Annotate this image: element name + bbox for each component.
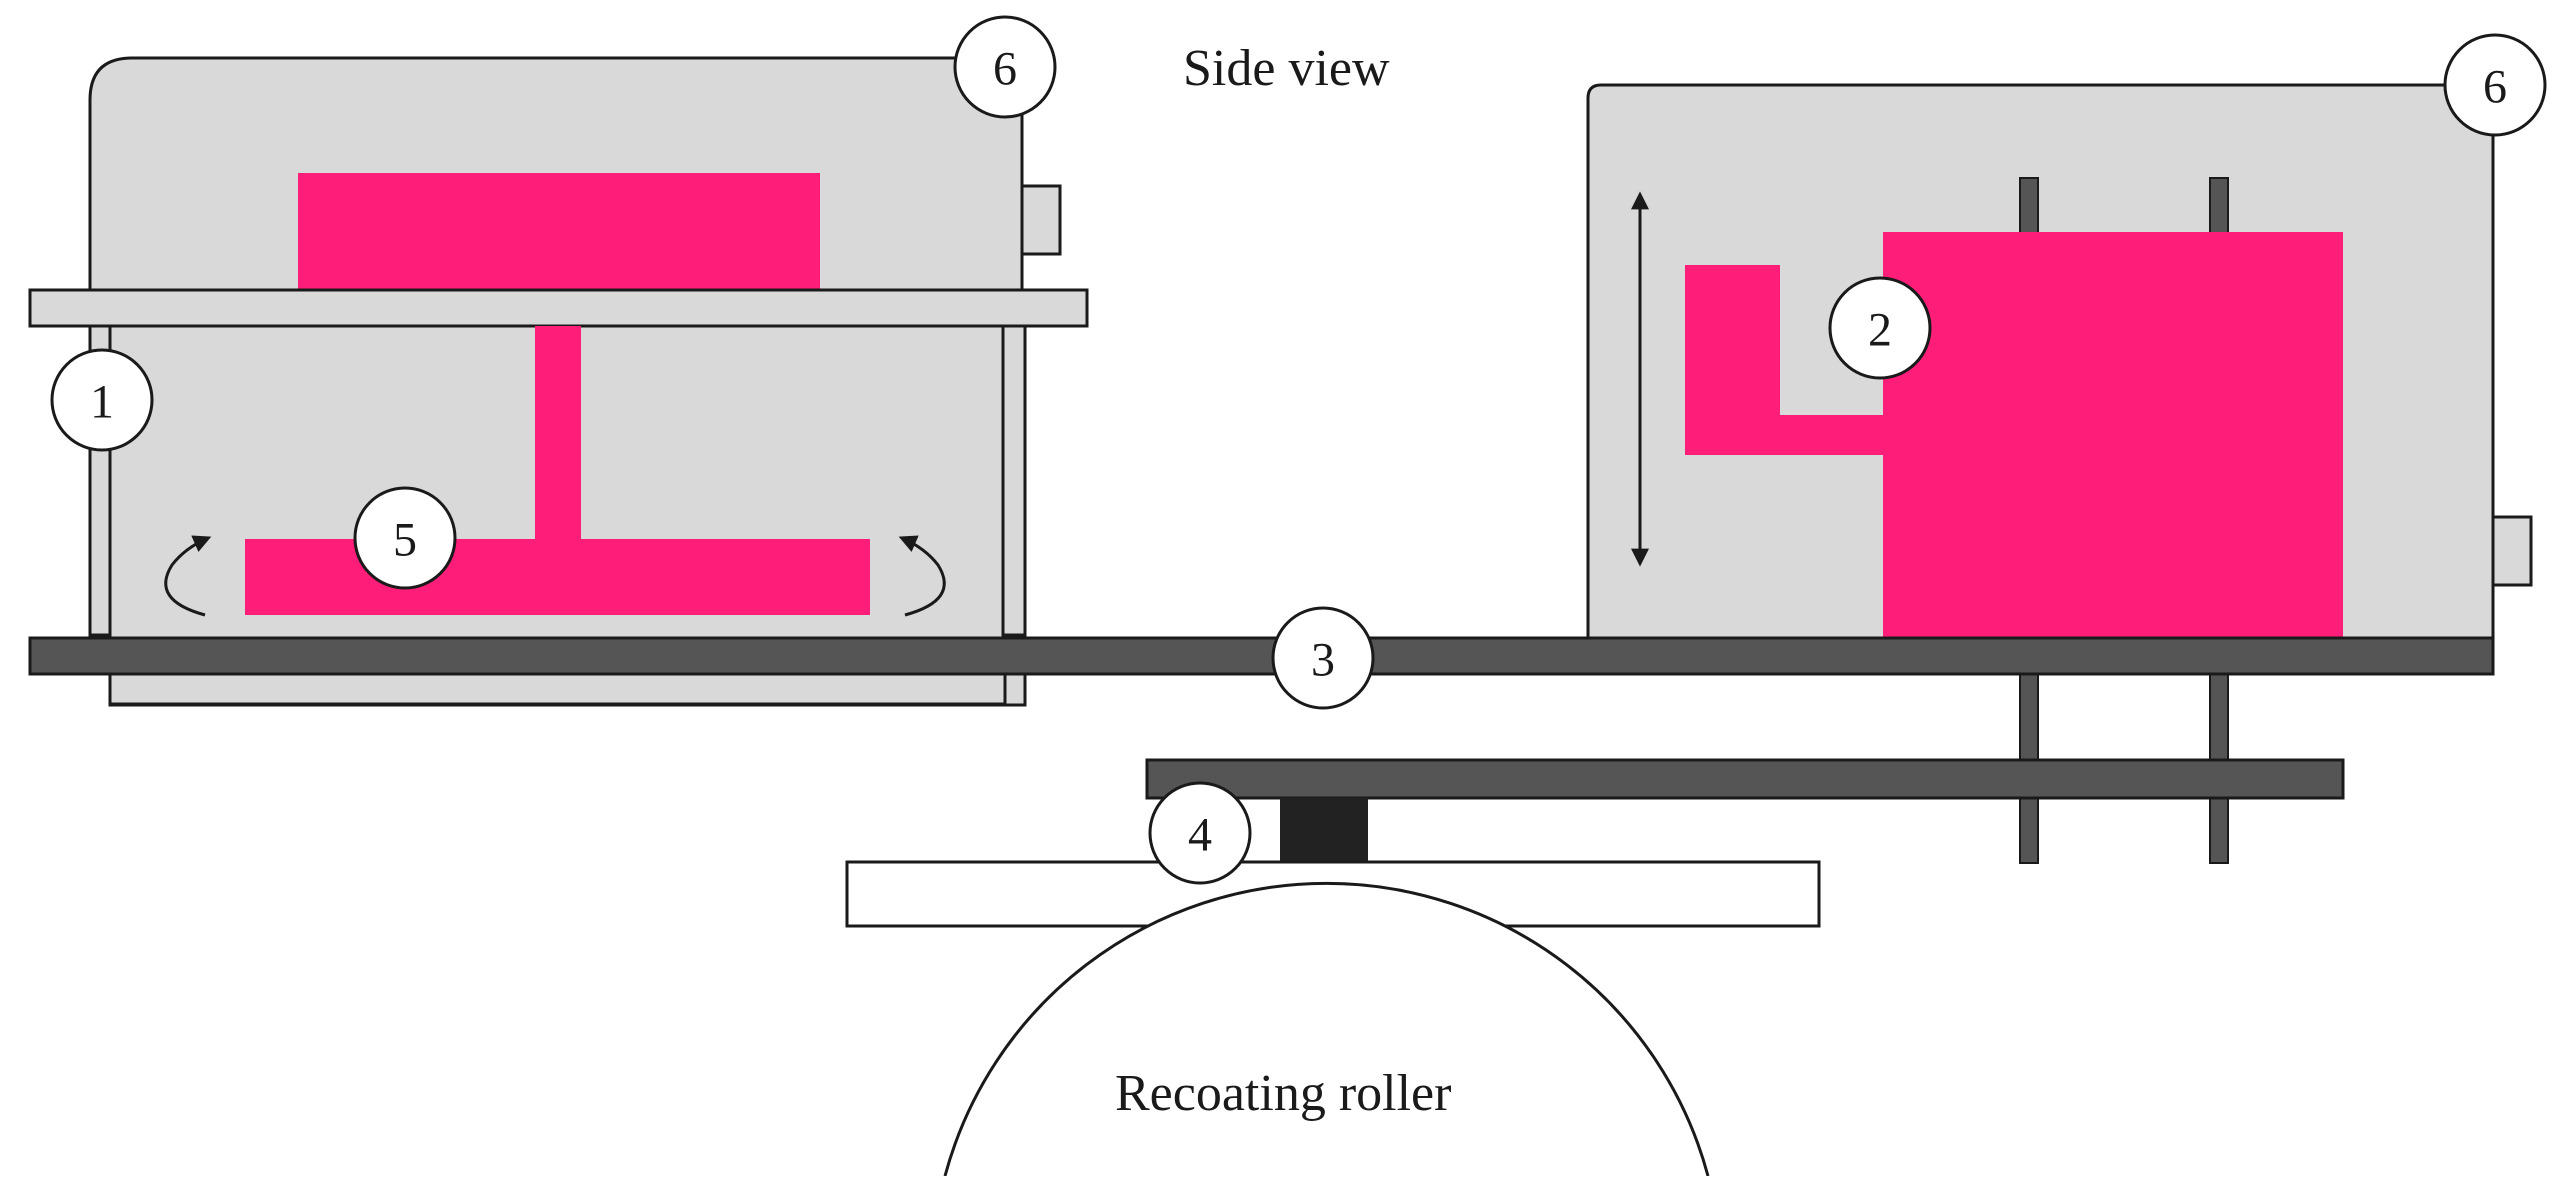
callout-1: 1	[50, 348, 154, 452]
callout-2: 2	[1828, 276, 1932, 380]
l-part	[1685, 265, 1885, 455]
rotation-arrow-left	[164, 535, 212, 617]
t-part-stem	[535, 326, 581, 541]
callout-6-right: 6	[2443, 33, 2547, 137]
callout-number: 4	[1188, 809, 1212, 862]
callout-6-left: 6	[953, 15, 1057, 119]
rotation-arrow-right	[898, 535, 946, 617]
callout-number: 2	[1868, 304, 1892, 357]
callout-circle	[353, 486, 457, 590]
callout-circle	[1828, 276, 1932, 380]
callout-circle	[2443, 33, 2547, 137]
callout-circle	[1271, 606, 1375, 710]
callout-circle	[1148, 781, 1252, 885]
main-rail	[28, 636, 2495, 676]
callout-4: 4	[1148, 781, 1252, 885]
callout-number: 6	[2483, 61, 2507, 114]
view-title: Side view	[1183, 40, 1390, 97]
platform-plate	[28, 288, 1089, 328]
callout-number: 6	[993, 43, 1017, 96]
recoating-roller	[943, 881, 1710, 1177]
base-tray	[108, 672, 1007, 706]
build-part-block	[1883, 232, 2343, 638]
recoater-carriage-rail	[1145, 758, 2345, 800]
right-unit	[1586, 83, 2533, 864]
callout-circle	[50, 348, 154, 452]
callout-number: 5	[393, 514, 417, 567]
t-part-bar	[245, 539, 870, 615]
callout-3: 3	[1271, 606, 1375, 710]
right-housing-connector	[2491, 515, 2533, 587]
callout-number: 1	[90, 376, 114, 429]
left-unit	[28, 56, 1089, 707]
callout-5: 5	[353, 486, 457, 590]
left-side-post-right	[1001, 323, 1027, 637]
top-part-block	[298, 173, 820, 290]
callout-number: 3	[1311, 634, 1335, 687]
roller-label: Recoating roller	[1115, 1065, 1451, 1122]
left-housing-connector	[1020, 184, 1062, 256]
recoater-blade-block	[1280, 798, 1368, 862]
callout-circle	[953, 15, 1057, 119]
